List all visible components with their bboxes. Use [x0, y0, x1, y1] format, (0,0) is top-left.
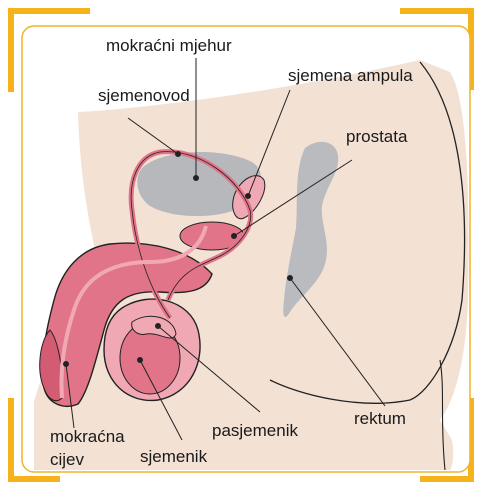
label-prostata: prostata [346, 127, 407, 147]
label-mokracni-mjehur: mokraćni mjehur [106, 36, 232, 56]
label-sjemenik: sjemenik [140, 447, 207, 467]
label-pasjemenik: pasjemenik [212, 421, 298, 441]
label-mokracna-line2: cijev [50, 450, 84, 470]
label-mokracna-line1: mokraćna [50, 427, 125, 447]
label-rektum: rektum [354, 409, 406, 429]
label-sjemena-ampula: sjemena ampula [288, 66, 413, 86]
label-sjemenovod: sjemenovod [98, 86, 190, 106]
